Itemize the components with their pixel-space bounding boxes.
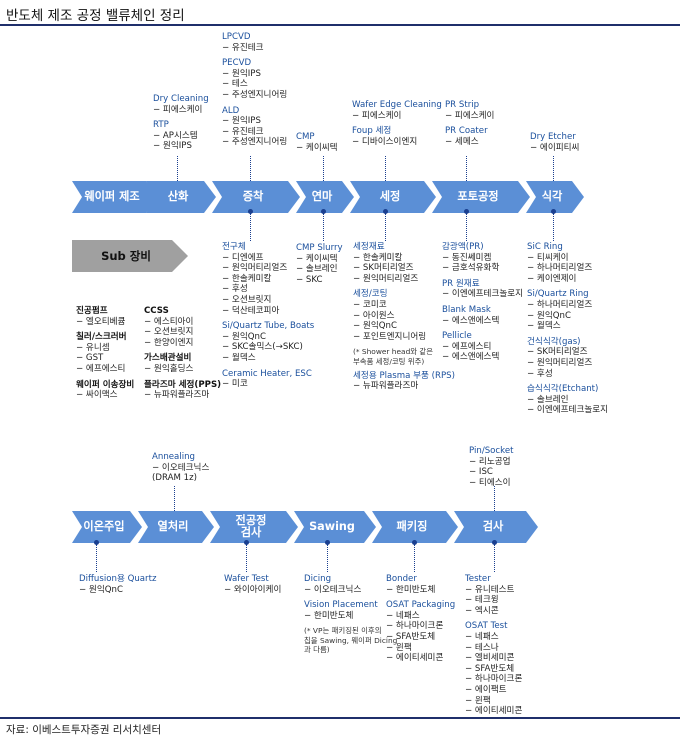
connector-cmp-bottom <box>323 213 324 241</box>
step-ion-implant: 이온주입 <box>72 511 142 543</box>
sub-equipment-list-right: CCSS − 에스티아이 − 오션브릿지 − 한양이엔지 가스배관설비 − 원익… <box>144 306 222 401</box>
connector-test-top <box>494 486 495 511</box>
packaging-list: Bonder − 한미반도체 OSAT Packaging − 네패스 − 하나… <box>386 574 456 664</box>
connector-cmp-top <box>323 156 324 181</box>
anneal-equipment-list: Annealing − 이오테크닉스 (DRAM 1z) <box>152 452 210 484</box>
connector-deposition-top <box>250 156 251 181</box>
connector-dot <box>412 540 417 545</box>
pin-socket-list: Pin/Socket − 리노공업 − ISC − 티에스이 <box>469 446 514 488</box>
step-wafer: 웨이퍼 제조 <box>72 181 158 213</box>
sawing-equipment-list: Dicing − 이오테크닉스 Vision Placement − 한미반도체… <box>304 574 398 654</box>
oxidation-equipment-list: Dry Cleaning − 피에스케이 RTP − AP시스템 − 원익IPS <box>153 94 209 152</box>
cmp-equipment-list: CMP − 케이씨텍 <box>296 132 338 153</box>
connector-dot <box>464 209 469 214</box>
connector-photo-bottom <box>466 213 467 241</box>
connector-ion-bottom <box>96 544 97 572</box>
connector-pkg-bottom <box>414 544 415 572</box>
sub-equipment-list-left: 진공펌프 − 엘오티베큠 칠러/스크러버 − 유니셈 − GST − 에프에스티… <box>76 306 135 401</box>
cmp-materials-list: CMP Slurry − 케이씨텍 − 솔브레인 − SKC <box>296 243 343 285</box>
step-label: 식각 <box>541 189 563 203</box>
title-rule <box>0 24 680 26</box>
step-fab-inspection: 전공정 검사 <box>210 511 298 543</box>
deposition-materials-list: 전구체 − 디엔에프 − 원익머티리얼즈 − 한솔케미칼 − 후성 − 오션브릿… <box>222 242 315 390</box>
step-label: 세정 <box>379 189 401 203</box>
connector-anneal-top <box>174 486 175 511</box>
connector-dot <box>325 540 330 545</box>
photo-equipment-list: PR Strip − 피에스케이 PR Coater − 세메스 <box>445 100 495 147</box>
connector-saw-bottom <box>327 544 328 572</box>
connector-test-bottom <box>494 544 495 572</box>
connector-dot <box>248 209 253 214</box>
step-label: 이온주입 <box>83 519 125 533</box>
step-sawing: Sawing <box>294 511 376 543</box>
page-title: 반도체 제조 공정 밸류체인 정리 <box>6 8 185 24</box>
connector-dot <box>321 209 326 214</box>
test-list: Tester − 유니테스트 − 테크윙 − 엑시콘 OSAT Test − 네… <box>465 574 523 717</box>
connector-dot <box>94 540 99 545</box>
step-polishing: 연마 <box>296 181 354 213</box>
etch-materials-list: SiC Ring − 티씨케이 − 하나머티리얼즈 − 케이엔제이 Si/Qua… <box>527 242 609 416</box>
step-packaging: 패키징 <box>372 511 458 543</box>
connector-etch-top <box>553 156 554 181</box>
step-label: 열처리 <box>157 519 189 533</box>
connector-cleaning-top <box>385 156 386 181</box>
connector-oxidation-top <box>177 156 178 181</box>
connector-cleaning-bottom <box>385 213 386 241</box>
step-label: 포토공정 <box>457 189 499 203</box>
connector-photo-top <box>466 156 467 181</box>
step-test: 검사 <box>454 511 538 543</box>
cleaning-materials-list: 세정재료 − 한솔케미칼 − SK머티리얼즈 − 원익머티리얼즈 세정/코팅 −… <box>353 242 455 392</box>
ion-materials-list: Diffusion용 Quartz − 원익QnC <box>79 574 157 595</box>
photo-materials-list: 감광액(PR) − 동진쎄미켐 − 금호석유화학 PR 원재료 − 이엔에프테크… <box>442 242 524 363</box>
wafer-test-list: Wafer Test − 와이아이케이 <box>224 574 282 595</box>
cleaning-equipment-list: Wafer Edge Cleaning − 피에스케이 Foup 세정 − 디바… <box>352 100 442 147</box>
step-label: 산화 <box>167 189 189 203</box>
deposition-equipment-list: LPCVD − 유진테크 PECVD − 원익IPS − 테스 − 주성엔지니어… <box>222 32 288 148</box>
step-heat-treatment: 열처리 <box>138 511 214 543</box>
connector-dot <box>492 540 497 545</box>
step-label: 패키징 <box>396 519 428 533</box>
step-label: 웨이퍼 제조 <box>84 189 140 203</box>
connector-dot <box>383 209 388 214</box>
step-etching: 식각 <box>526 181 584 213</box>
step-label: Sawing <box>309 519 355 533</box>
step-photo: 포토공정 <box>432 181 530 213</box>
step-cleaning: 세정 <box>350 181 436 213</box>
step-deposition: 증착 <box>212 181 300 213</box>
connector-dot <box>244 540 249 545</box>
connector-dot <box>551 209 556 214</box>
step-label: 전공정 검사 <box>235 513 267 539</box>
sub-equipment-label: Sub 장비 <box>101 249 151 263</box>
footer-rule <box>0 717 680 719</box>
etch-equipment-list: Dry Etcher − 에이피티씨 <box>530 132 580 153</box>
step-label: 증착 <box>242 189 264 203</box>
sub-equipment-arrow: Sub 장비 <box>72 240 188 272</box>
connector-deposition-bottom <box>250 213 251 241</box>
step-label: 연마 <box>311 189 333 203</box>
step-label: 검사 <box>482 519 504 533</box>
connector-ftest-bottom <box>246 544 247 572</box>
connector-etch-bottom <box>553 213 554 241</box>
source-note: 자료: 이베스트투자증권 리서치센터 <box>6 724 162 736</box>
step-oxidation: 산화 <box>146 181 216 213</box>
